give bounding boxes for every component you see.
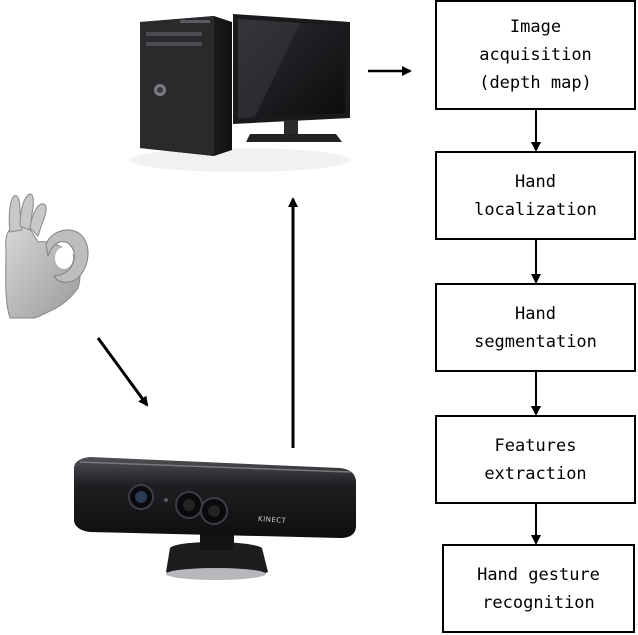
kinect-sensor-icon bbox=[74, 457, 356, 580]
step-label: Features extraction bbox=[484, 435, 587, 484]
desktop-computer-icon bbox=[130, 14, 350, 172]
ok-hand-gesture-icon bbox=[5, 193, 89, 319]
step-label: Hand gesture recognition bbox=[477, 564, 600, 613]
step-label: Image acquisition (depth map) bbox=[479, 17, 592, 93]
step-features-extraction: Features extraction bbox=[435, 415, 636, 504]
step-label: Hand segmentation bbox=[474, 303, 597, 352]
step-label: Hand localization bbox=[474, 171, 597, 220]
arrow-hand-to-sensor bbox=[96, 337, 149, 407]
step-hand-localization: Hand localization bbox=[435, 151, 636, 240]
step-hand-gesture-recognition: Hand gesture recognition bbox=[442, 544, 635, 633]
step-image-acquisition: Image acquisition (depth map) bbox=[435, 0, 636, 110]
step-hand-segmentation: Hand segmentation bbox=[435, 283, 636, 372]
